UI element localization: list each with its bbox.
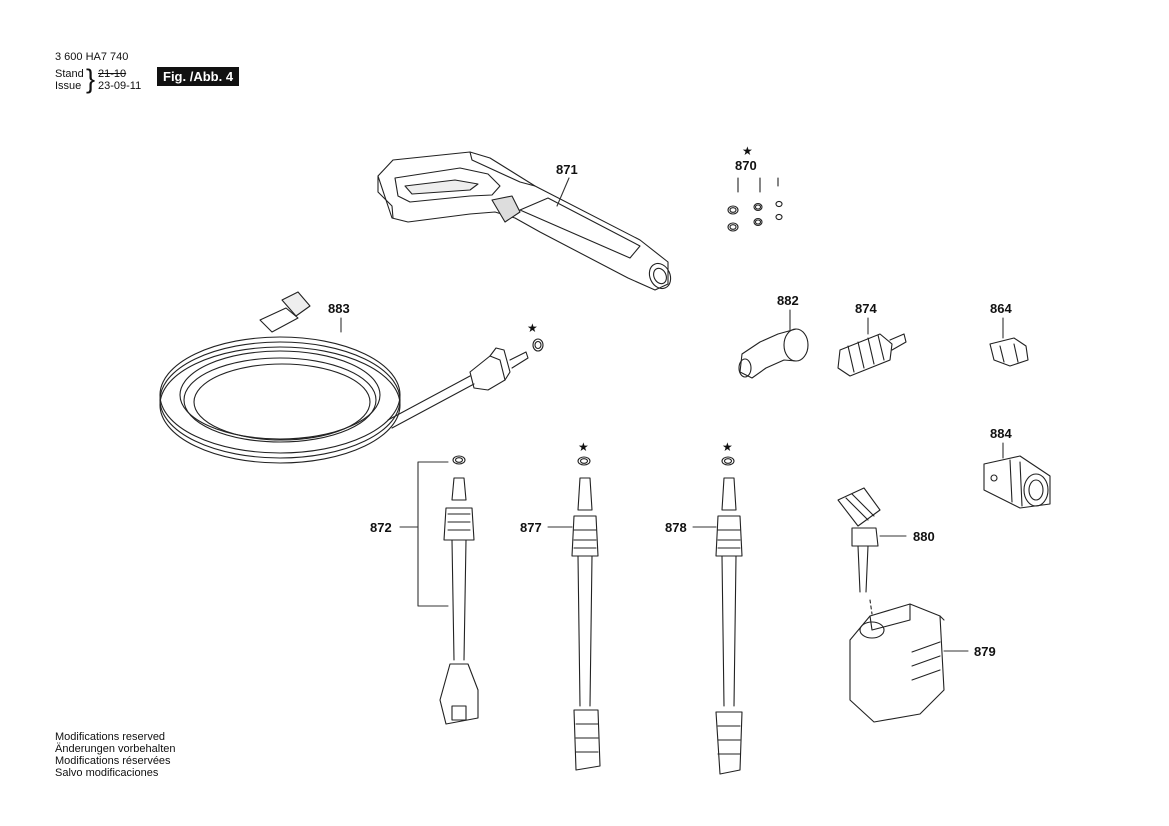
part-number-877: 877 — [520, 520, 542, 535]
star-marker: ★ — [742, 144, 753, 158]
figure-badge: Fig. /Abb. 4 — [157, 67, 240, 86]
brace-symbol: } — [86, 64, 96, 94]
part-number-880: 880 — [913, 529, 935, 544]
part-number-864: 864 — [990, 301, 1012, 316]
trigger-gun-part — [377, 151, 672, 291]
detergent-tank-part — [849, 603, 945, 723]
lance-878-part — [715, 456, 743, 775]
part-number-872: 872 — [370, 520, 392, 535]
stand-date: 21-10 — [98, 68, 127, 80]
part-number-884: 884 — [990, 426, 1012, 441]
note-de: Änderungen vorbehalten — [55, 743, 176, 755]
o-ring-set-part — [727, 177, 783, 232]
part-number-871: 871 — [556, 162, 578, 177]
document-number: 3 600 HA7 740 — [55, 51, 129, 63]
variable-lance-part — [439, 455, 479, 725]
part-number-879: 879 — [974, 644, 996, 659]
part-number-883: 883 — [328, 301, 350, 316]
quick-connector-part — [983, 455, 1051, 509]
note-en: Modifications reserved — [55, 731, 166, 743]
part-number-874: 874 — [855, 301, 877, 316]
note-es: Salvo modificaciones — [55, 767, 159, 779]
adapter-part — [738, 328, 809, 379]
star-marker: ★ — [527, 321, 538, 335]
stand-label: Stand — [55, 68, 84, 80]
star-marker: ★ — [578, 440, 589, 454]
part-number-882: 882 — [777, 293, 799, 308]
detergent-connector-part — [837, 487, 881, 615]
star-marker: ★ — [722, 440, 733, 454]
note-fr: Modifications réservées — [55, 755, 171, 767]
part-number-878: 878 — [665, 520, 687, 535]
issue-label: Issue — [55, 80, 82, 92]
issue-date: 23-09-11 — [98, 80, 142, 92]
lance-877-part — [571, 456, 601, 771]
rotary-nozzle-part — [837, 333, 907, 377]
hose-part — [159, 291, 544, 464]
part-number-870: 870 — [735, 158, 757, 173]
clip-part — [989, 337, 1029, 367]
